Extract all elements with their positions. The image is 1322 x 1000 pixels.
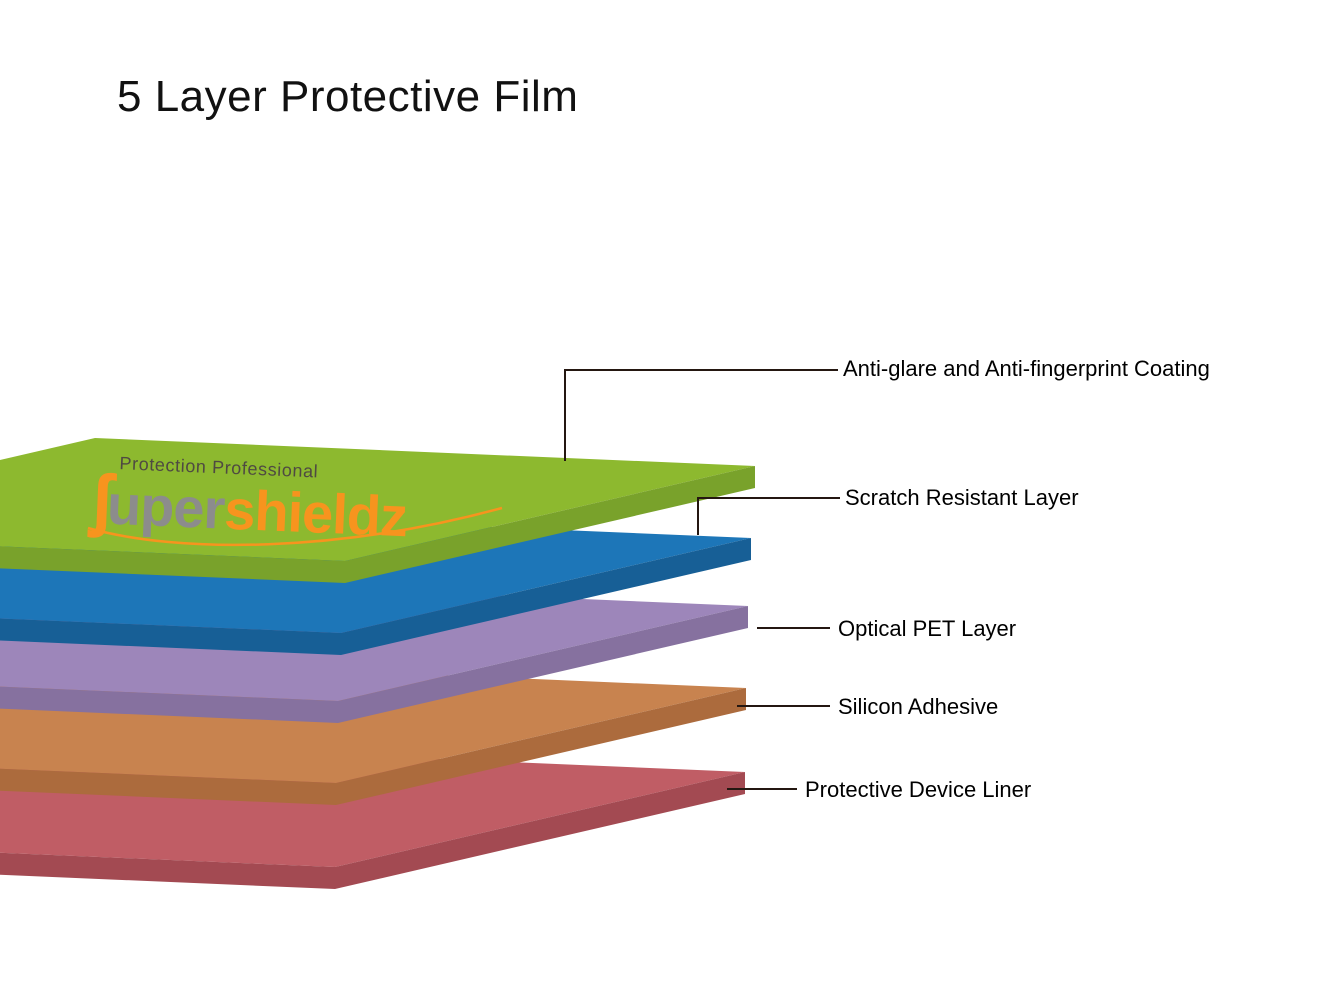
layer-label-optical-pet: Optical PET Layer xyxy=(838,616,1017,641)
layer-label-anti-glare: Anti-glare and Anti-fingerprint Coating xyxy=(843,356,1210,381)
layer-label-scratch-resistant: Scratch Resistant Layer xyxy=(845,485,1079,510)
layer-label-silicon-adhesive: Silicon Adhesive xyxy=(838,694,999,719)
layer-label-device-liner: Protective Device Liner xyxy=(805,777,1032,802)
layer-front-edge xyxy=(0,768,336,805)
layer-right-edge xyxy=(335,772,745,889)
layer-front-edge xyxy=(0,618,341,655)
logo-swoosh xyxy=(87,506,503,547)
layer-front-edge xyxy=(0,852,335,889)
layer-top-face xyxy=(0,438,755,561)
logo-text-shieldz: shieldz xyxy=(223,477,409,549)
page-title: 5 Layer Protective Film xyxy=(117,72,579,121)
callout-line-anti-glare xyxy=(564,369,838,461)
layer-right-edge xyxy=(345,466,755,583)
layer-front-edge xyxy=(0,686,338,723)
layer-front-edge xyxy=(0,546,345,583)
callout-line-scratch-resistant xyxy=(697,497,840,535)
layer-right-edge xyxy=(336,688,746,805)
layer-anti-glare xyxy=(0,438,755,583)
layer-right-edge xyxy=(341,538,751,655)
logo-text-super: uper xyxy=(105,472,226,541)
brand-logo: Protection Professional ʃupershieldz xyxy=(88,452,410,548)
logo-wordmark: ʃupershieldz xyxy=(88,460,408,548)
layer-right-edge xyxy=(338,606,748,723)
